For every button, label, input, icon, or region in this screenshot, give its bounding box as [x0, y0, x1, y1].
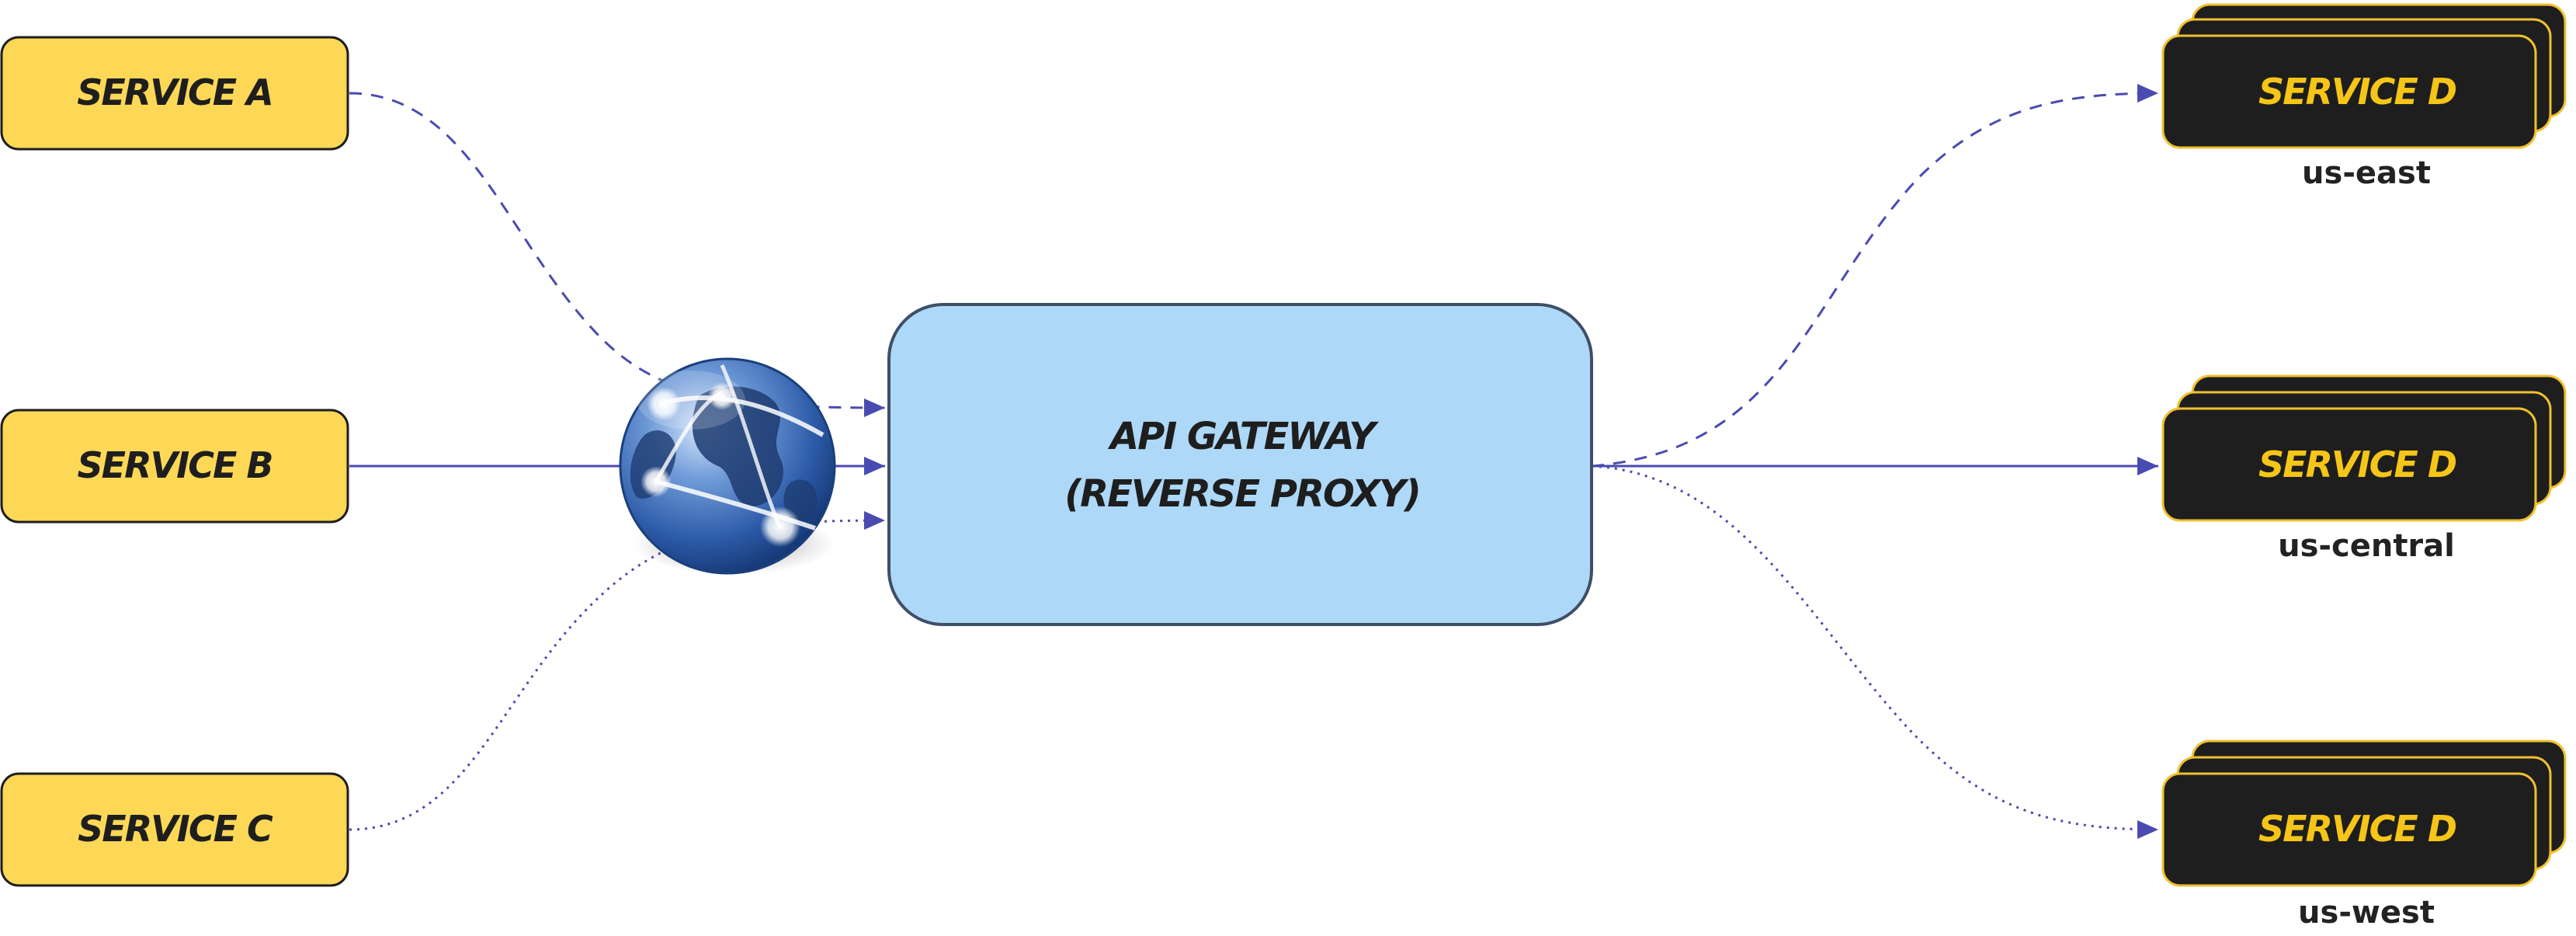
- api-gateway[interactable]: API GATEWAY (REVERSE PROXY): [887, 303, 1593, 626]
- region-label-us-central: us-central: [2278, 528, 2455, 564]
- target-service-d-us-west[interactable]: SERVICE D: [2161, 739, 2567, 887]
- edge-us-east: [1591, 84, 2159, 468]
- api-gateway-title: API GATEWAY: [1107, 415, 1379, 458]
- edge-service-c: [349, 511, 886, 831]
- client-service-a-label: SERVICE A: [77, 71, 273, 113]
- region-label-us-east: us-east: [2302, 155, 2431, 191]
- target-us-central-label: SERVICE D: [2258, 444, 2456, 485]
- target-us-east-label: SERVICE D: [2258, 71, 2456, 113]
- api-gateway-subtitle: (REVERSE PROXY): [1064, 472, 1420, 516]
- region-label-us-west: us-west: [2298, 895, 2435, 931]
- client-service-c-label: SERVICE C: [78, 808, 273, 850]
- edge-service-a: [349, 92, 886, 417]
- target-service-d-us-central[interactable]: SERVICE D: [2161, 374, 2567, 522]
- client-service-c[interactable]: SERVICE C: [0, 772, 349, 887]
- edges-outbound: [1591, 84, 2159, 839]
- target-service-d-us-east[interactable]: SERVICE D: [2161, 3, 2567, 149]
- client-service-b-label: SERVICE B: [78, 444, 273, 486]
- target-us-west-label: SERVICE D: [2258, 808, 2456, 850]
- edge-us-west: [1591, 465, 2159, 839]
- globe-icon: [619, 357, 836, 575]
- client-service-a[interactable]: SERVICE A: [0, 36, 349, 151]
- client-service-b[interactable]: SERVICE B: [0, 409, 349, 524]
